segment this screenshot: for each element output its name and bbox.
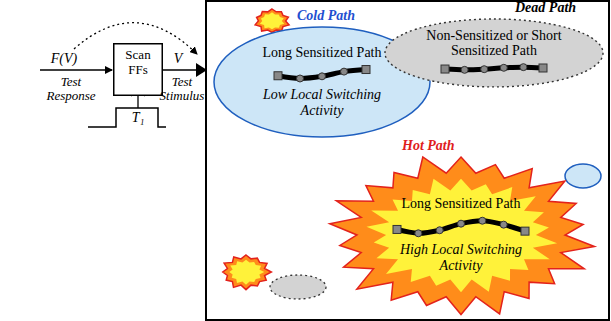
path-chain xyxy=(391,215,531,239)
hot-spot-outer xyxy=(223,255,272,290)
node-text: Non-Sensitized or Short Sensitized Path xyxy=(419,28,569,59)
hot-spot xyxy=(255,9,289,32)
chain-holder xyxy=(439,62,549,75)
node-text: Long Sensitized Path xyxy=(263,45,382,61)
path-chain xyxy=(272,64,372,84)
node-content: Scan FFs xyxy=(115,48,161,77)
node-content: Long Sensitized PathLow Local Switching … xyxy=(252,45,392,118)
region-heading: Hot Path xyxy=(402,139,455,153)
path-endpoint xyxy=(521,227,529,235)
path-endpoint xyxy=(362,66,370,74)
gate-dot xyxy=(319,73,326,80)
node-content: Long Sensitized PathHigh Local Switching… xyxy=(386,196,536,273)
hot-spot-inner xyxy=(229,260,264,285)
cold-region xyxy=(565,164,601,188)
hot-spot xyxy=(223,255,272,290)
response-wire xyxy=(40,69,112,71)
dead-ellipse xyxy=(385,19,603,87)
region-heading: Cold Path xyxy=(297,9,355,23)
ff-box-outline xyxy=(114,44,163,96)
node-text: Scan FFs xyxy=(115,48,161,77)
gate-dot xyxy=(415,230,422,237)
gate-dot xyxy=(500,64,507,71)
clock-name: T₁ xyxy=(124,110,152,125)
gate-dot xyxy=(341,68,348,75)
dead-path-region: Non-Sensitized or Short Sensitized PathD… xyxy=(384,18,604,88)
stimulus-arrowhead xyxy=(196,63,207,77)
gate-dot xyxy=(297,75,304,82)
hot-path-region: Long Sensitized PathHigh Local Switching… xyxy=(330,156,592,314)
hot-spot-outer xyxy=(255,9,289,32)
circuit-region xyxy=(206,1,609,320)
gate-dot xyxy=(458,220,465,227)
node-text: Long Sensitized Path xyxy=(402,196,521,212)
gate-dot xyxy=(481,66,488,73)
node-outline xyxy=(330,156,592,314)
clock-wire xyxy=(137,96,138,108)
path-endpoint xyxy=(441,65,449,73)
activity-text: High Local Switching Activity xyxy=(386,242,536,273)
gate-dot xyxy=(500,221,507,228)
gate-dot xyxy=(479,217,486,224)
signal-caption: Test Stimulus xyxy=(158,75,206,104)
node-content: Non-Sensitized or Short Sensitized Path xyxy=(419,28,569,78)
gate-dot xyxy=(461,66,468,73)
scan-ff-box: Scan FFs xyxy=(113,43,163,96)
signal-caption: Test Response xyxy=(36,75,106,104)
path-wire xyxy=(445,67,543,70)
dead-region xyxy=(270,275,326,299)
activity-text: Low Local Switching Activity xyxy=(252,87,392,118)
hot-spot-inner xyxy=(260,12,284,29)
chain-holder xyxy=(391,215,531,239)
gate-dot xyxy=(436,227,443,234)
path-endpoint xyxy=(393,226,401,234)
signal-name: F(V) xyxy=(44,51,84,66)
path-endpoint xyxy=(539,64,547,72)
path-chain xyxy=(439,62,549,75)
hot-burst-inner xyxy=(366,179,557,292)
hot-burst-outer xyxy=(330,157,595,315)
region-heading: Dead Path xyxy=(515,1,576,15)
gate-dot xyxy=(520,64,527,71)
stimulus-wire xyxy=(163,69,197,71)
hot-burst xyxy=(330,157,595,315)
clock-pulse xyxy=(88,108,166,127)
chain-holder xyxy=(272,64,372,84)
signal-name: V xyxy=(168,51,188,66)
path-endpoint xyxy=(274,72,282,80)
